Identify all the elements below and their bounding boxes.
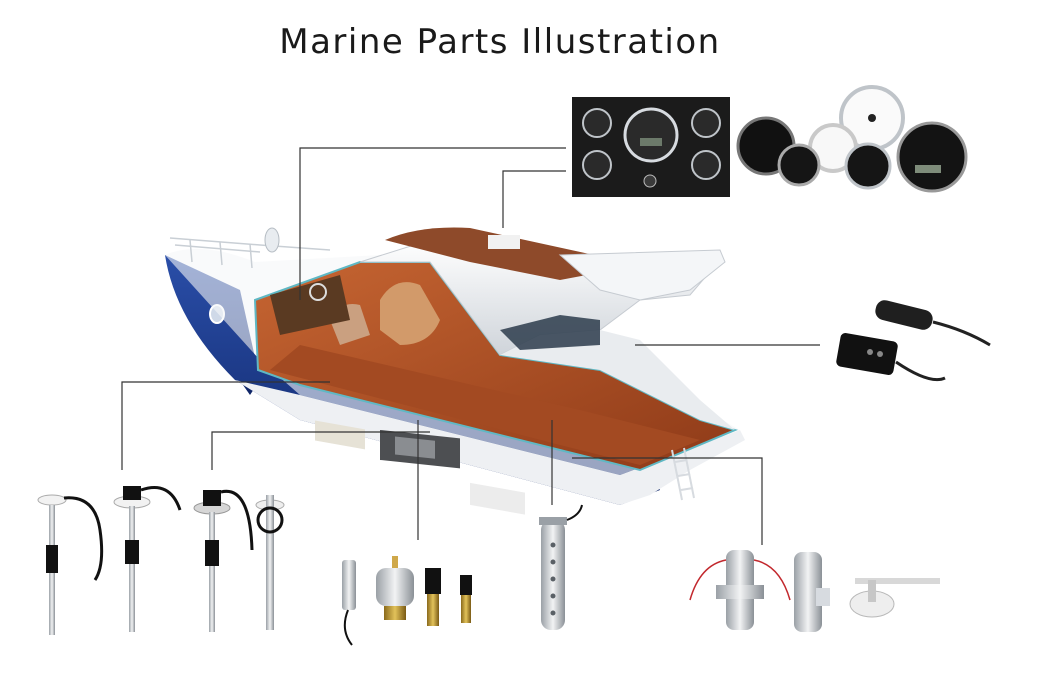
bow-rail [169, 237, 331, 269]
engine-sensors [342, 556, 472, 646]
leader-water-senders [572, 457, 763, 545]
fuel-tank [315, 420, 365, 450]
leader-fuel-senders [121, 381, 330, 470]
gauge [582, 108, 721, 180]
page-title: Marine Parts Illustration [279, 22, 721, 62]
water-level-senders [689, 550, 940, 632]
fuel-level-senders [37, 486, 285, 635]
hardtop [558, 249, 726, 301]
cabin-windows [500, 315, 600, 350]
leader-helm-gauges [502, 170, 566, 228]
speedometer [623, 107, 679, 163]
salon-sofa [380, 282, 440, 345]
leader-instrument-panel [299, 147, 566, 300]
remote-sender [836, 300, 991, 382]
leader-lines [121, 147, 820, 545]
yacht-cutaway [165, 227, 745, 515]
leader-level-senders [211, 431, 430, 470]
fender [264, 227, 280, 253]
tube-sender [539, 504, 583, 630]
ignition-key-icon [643, 174, 657, 188]
instrument-panel [572, 97, 730, 197]
gauge-set [736, 85, 968, 193]
